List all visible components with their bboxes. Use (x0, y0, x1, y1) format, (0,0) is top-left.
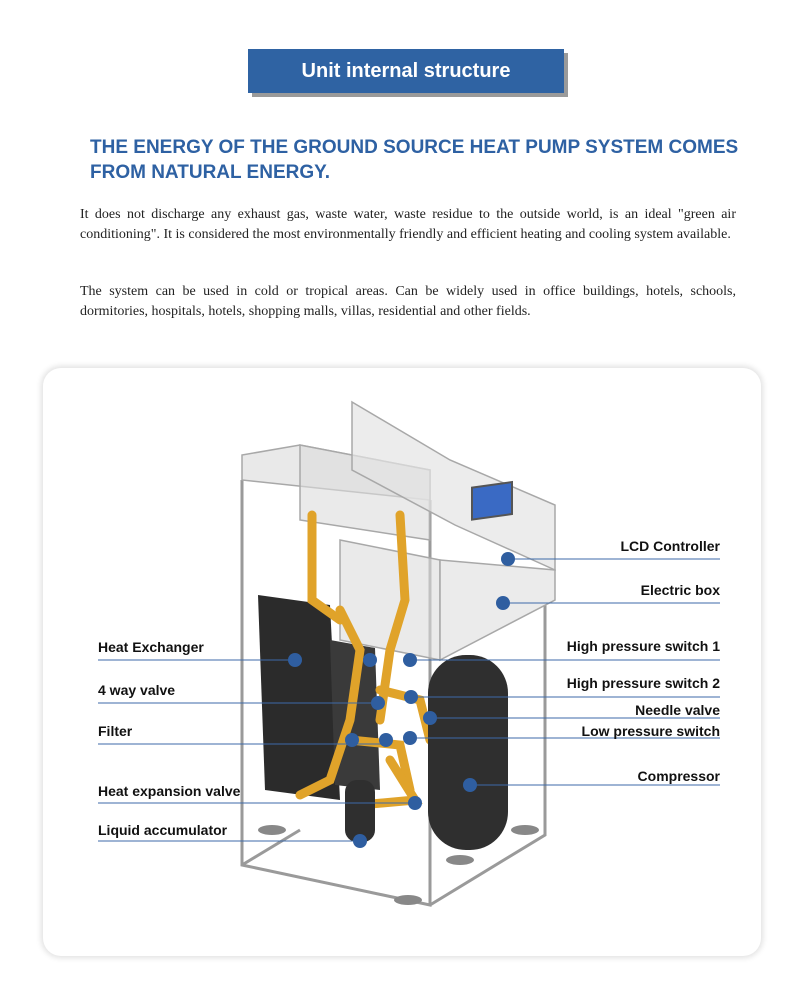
compressor-shape (428, 655, 508, 850)
banner-title: Unit internal structure (301, 59, 511, 82)
lcd-screen (471, 480, 513, 521)
label-high-pressure-switch-2: High pressure switch 2 (566, 675, 720, 691)
label-heat-exchanger: Heat Exchanger (98, 639, 204, 655)
marker-heat-expansion-valve (408, 796, 422, 810)
label-filter: Filter (98, 723, 133, 739)
marker-liquid-accumulator (353, 834, 367, 848)
marker-filter (379, 733, 393, 747)
headline: THE ENERGY OF THE GROUND SOURCE HEAT PUM… (90, 137, 739, 183)
section-banner: Unit internal structure (248, 49, 564, 93)
label-lcd-controller: LCD Controller (620, 538, 720, 554)
label-high-pressure-switch-1: High pressure switch 1 (566, 638, 720, 654)
heat-exchanger-shape (258, 595, 340, 800)
label-needle-valve: Needle valve (635, 702, 720, 718)
marker-needle-valve (423, 711, 437, 725)
intro-paragraph: It does not discharge any exhaust gas, w… (80, 207, 736, 242)
marker-high-pressure-switch-2 (404, 690, 418, 704)
label-electric-box: Electric box (640, 582, 720, 598)
label-4-way-valve: 4 way valve (98, 682, 176, 698)
leader-lines (98, 558, 720, 842)
label-heat-expansion-valve: Heat expansion valve (98, 783, 241, 799)
marker-4-way-valve (371, 696, 385, 710)
marker-compressor (463, 778, 477, 792)
label-compressor: Compressor (637, 768, 720, 784)
marker-low-pressure-switch (403, 731, 417, 745)
marker-high-pressure-switch-1 (403, 653, 417, 667)
marker-electric-box (496, 596, 510, 610)
marker-filter-2 (345, 733, 359, 747)
usage-paragraph: The system can be used in cold or tropic… (80, 284, 736, 319)
unit-casing (241, 400, 556, 662)
marker-heat-exchanger (288, 653, 302, 667)
accumulator-shape (345, 780, 375, 842)
label-liquid-accumulator: Liquid accumulator (98, 822, 228, 838)
marker-lcd-controller (501, 552, 515, 566)
label-low-pressure-switch: Low pressure switch (581, 723, 720, 739)
unit-feet (258, 825, 539, 905)
marker-heat-exchanger-2 (363, 653, 377, 667)
